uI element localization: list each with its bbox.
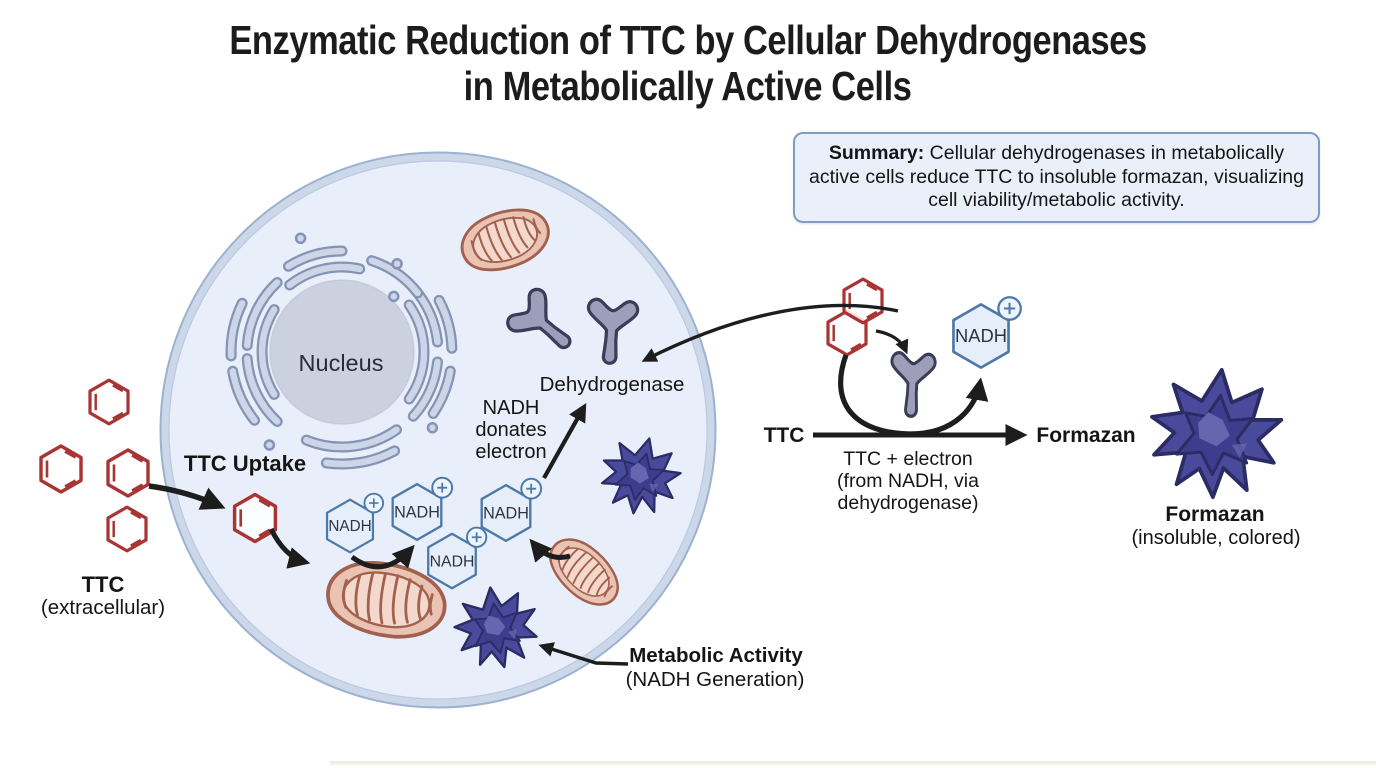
ttc-uptake-arrow xyxy=(148,483,226,510)
ttc-structure-icon xyxy=(826,277,884,357)
metabolic-activity-pointer-arrow xyxy=(538,642,629,666)
arrows xyxy=(148,303,1028,666)
summary-text: Summary: Cellular dehydrogenases in meta… xyxy=(805,142,1308,213)
ttc-to-enzyme-small-arrow xyxy=(875,329,909,355)
ttc-molecule-icon xyxy=(88,378,130,426)
nadh-label: NADH xyxy=(483,504,529,522)
nadh-label: NADH xyxy=(328,518,371,535)
ttc-molecule-icon xyxy=(106,448,150,498)
dehydrogenase-enzyme-icon xyxy=(887,350,938,420)
nucleus xyxy=(269,279,415,425)
formazan-crystal-icon xyxy=(1142,361,1288,506)
nadh-molecule-icon: NADH xyxy=(427,526,488,590)
scan-artifact-line xyxy=(330,761,1376,765)
summary-label: Summary: xyxy=(828,141,925,164)
nadh-label: NADH xyxy=(394,503,440,521)
summary-box: Summary: Cellular dehydrogenases in meta… xyxy=(793,132,1320,223)
endoplasmic-reticulum-icon xyxy=(225,232,458,470)
mitochondrion-to-nadh-arrow xyxy=(350,544,415,570)
nadh-molecule-icon: NADH xyxy=(480,477,543,543)
ttc-molecule-icon xyxy=(106,505,148,553)
nadh-label: NADH xyxy=(430,553,475,570)
nadh-molecule-icon: NADH xyxy=(952,295,1023,369)
summary-body: Cellular dehydrogenases in metabolically… xyxy=(809,141,1304,212)
nadh-molecule-icon: NADH xyxy=(391,476,454,542)
nadh-label: NADH xyxy=(955,325,1007,346)
ttc-to-mitochondrion-arrow xyxy=(268,527,311,569)
nadh-molecule-icon: NADH xyxy=(325,492,385,554)
ttc-molecule-icon xyxy=(232,492,278,544)
ttc-molecule-icon xyxy=(39,444,83,494)
ttc-to-dehydrogenase-long-arrow xyxy=(641,303,899,362)
nadh-donates-arrow xyxy=(542,402,587,480)
mitochondrion-to-nadh-arrow xyxy=(529,538,571,563)
